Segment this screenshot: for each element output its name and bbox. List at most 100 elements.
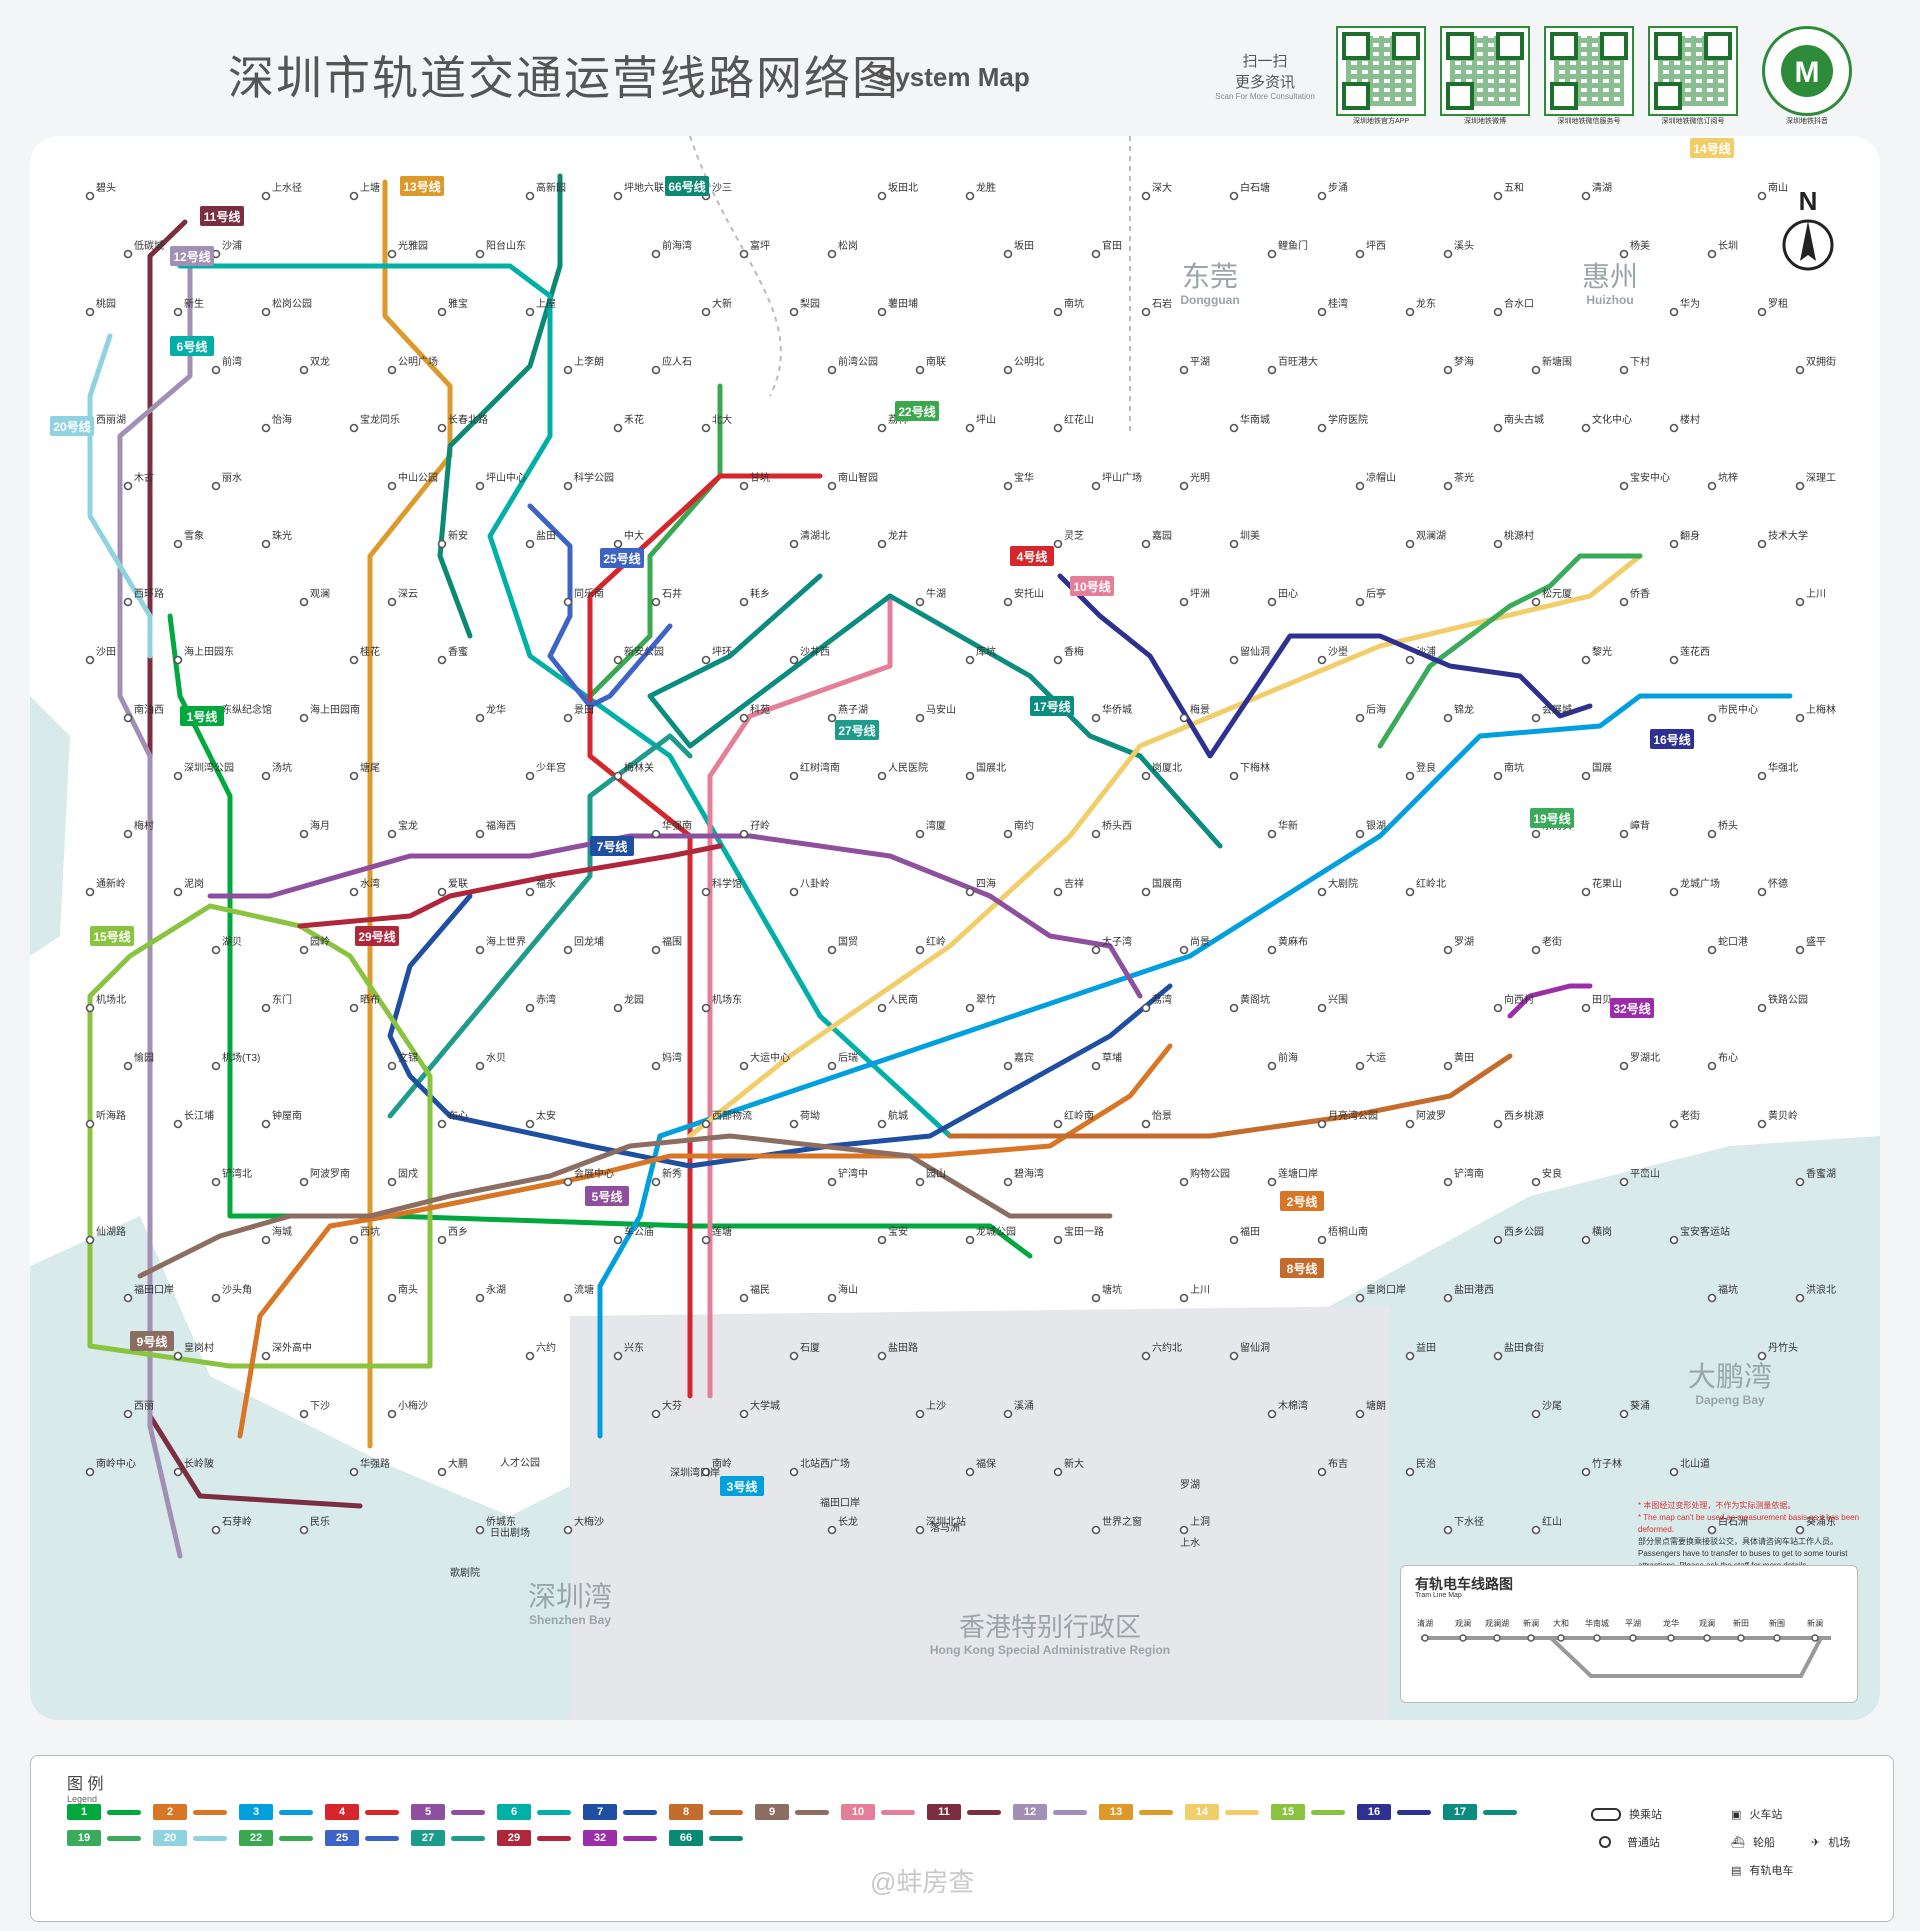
metro-line-9[interactable]	[137, 1133, 1113, 1279]
metro-line-14[interactable]	[687, 553, 1643, 1139]
metro-line-3[interactable]	[597, 693, 1793, 1439]
station-marker[interactable]	[261, 1235, 271, 1245]
station-marker[interactable]	[651, 597, 661, 607]
qr-code-wechat-service[interactable]	[1544, 26, 1634, 116]
line-badge-3[interactable]: 3号线	[720, 1476, 764, 1496]
station-marker[interactable]	[475, 713, 485, 723]
line-badge-20[interactable]: 20号线	[50, 416, 94, 436]
station-marker[interactable]	[1267, 1177, 1277, 1187]
station-marker[interactable]	[613, 1235, 623, 1245]
station-marker[interactable]	[261, 1119, 271, 1129]
line-badge-15[interactable]: 15号线	[90, 926, 134, 946]
station-marker[interactable]	[437, 423, 447, 433]
station-marker[interactable]	[85, 1003, 95, 1013]
station-marker[interactable]	[701, 887, 711, 897]
station-marker[interactable]	[299, 365, 309, 375]
station-marker[interactable]	[123, 597, 133, 607]
station-marker[interactable]	[1581, 1003, 1591, 1013]
station-marker[interactable]	[1003, 597, 1013, 607]
station-marker[interactable]	[1707, 481, 1717, 491]
station-marker[interactable]	[261, 539, 271, 549]
metro-line-22[interactable]	[587, 383, 723, 699]
station-marker[interactable]	[1179, 365, 1189, 375]
tram-station-marker[interactable]	[1593, 1634, 1601, 1642]
station-marker[interactable]	[701, 1003, 711, 1013]
station-marker[interactable]	[1317, 887, 1327, 897]
line-badge-10[interactable]: 10号线	[1070, 576, 1114, 596]
station-marker[interactable]	[1443, 481, 1453, 491]
station-marker[interactable]	[123, 1061, 133, 1071]
station-marker[interactable]	[613, 771, 623, 781]
station-marker[interactable]	[1795, 1293, 1805, 1303]
station-marker[interactable]	[1355, 249, 1365, 259]
station-marker[interactable]	[349, 1003, 359, 1013]
station-marker[interactable]	[349, 423, 359, 433]
station-marker[interactable]	[1795, 1177, 1805, 1187]
legend-line-25[interactable]: 25	[325, 1830, 399, 1846]
station-marker[interactable]	[85, 1467, 95, 1477]
station-marker[interactable]	[1355, 481, 1365, 491]
station-marker[interactable]	[877, 307, 887, 317]
station-marker[interactable]	[739, 249, 749, 259]
station-marker[interactable]	[123, 249, 133, 259]
station-marker[interactable]	[525, 1351, 535, 1361]
station-marker[interactable]	[123, 713, 133, 723]
station-marker[interactable]	[915, 1177, 925, 1187]
station-marker[interactable]	[877, 423, 887, 433]
station-marker[interactable]	[563, 1293, 573, 1303]
line-badge-16[interactable]: 16号线	[1650, 729, 1694, 749]
station-marker[interactable]	[387, 1409, 397, 1419]
station-marker[interactable]	[1531, 713, 1541, 723]
metro-line-7[interactable]	[387, 893, 1173, 1169]
station-marker[interactable]	[85, 1119, 95, 1129]
station-marker[interactable]	[1443, 1525, 1453, 1535]
station-marker[interactable]	[173, 1351, 183, 1361]
station-marker[interactable]	[1707, 713, 1717, 723]
station-marker[interactable]	[1053, 307, 1063, 317]
station-marker[interactable]	[1317, 1003, 1327, 1013]
station-marker[interactable]	[123, 829, 133, 839]
station-marker[interactable]	[1493, 539, 1503, 549]
station-marker[interactable]	[85, 1235, 95, 1245]
station-marker[interactable]	[877, 771, 887, 781]
station-marker[interactable]	[613, 191, 623, 201]
station-marker[interactable]	[261, 307, 271, 317]
station-marker[interactable]	[437, 1467, 447, 1477]
station-marker[interactable]	[1707, 829, 1717, 839]
line-badge-12[interactable]: 12号线	[170, 246, 214, 266]
station-marker[interactable]	[563, 945, 573, 955]
station-marker[interactable]	[349, 1467, 359, 1477]
station-marker[interactable]	[1317, 655, 1327, 665]
station-marker[interactable]	[1141, 1351, 1151, 1361]
station-marker[interactable]	[299, 1409, 309, 1419]
station-marker[interactable]	[1757, 1119, 1767, 1129]
station-marker[interactable]	[211, 1177, 221, 1187]
line-badge-6[interactable]: 6号线	[170, 336, 214, 356]
station-marker[interactable]	[1053, 1119, 1063, 1129]
station-marker[interactable]	[1229, 1003, 1239, 1013]
station-marker[interactable]	[613, 655, 623, 665]
line-badge-22[interactable]: 22号线	[895, 401, 939, 421]
station-marker[interactable]	[1531, 365, 1541, 375]
station-marker[interactable]	[651, 1177, 661, 1187]
legend-line-7[interactable]: 7	[583, 1804, 657, 1820]
legend-line-19[interactable]: 19	[67, 1830, 141, 1846]
station-marker[interactable]	[1179, 1525, 1189, 1535]
legend-line-4[interactable]: 4	[325, 1804, 399, 1820]
station-marker[interactable]	[1317, 1467, 1327, 1477]
station-marker[interactable]	[1091, 945, 1101, 955]
station-marker[interactable]	[827, 945, 837, 955]
station-marker[interactable]	[525, 539, 535, 549]
station-marker[interactable]	[1053, 539, 1063, 549]
station-marker[interactable]	[1619, 597, 1629, 607]
station-marker[interactable]	[525, 1003, 535, 1013]
station-marker[interactable]	[563, 713, 573, 723]
station-marker[interactable]	[1795, 365, 1805, 375]
station-marker[interactable]	[1229, 423, 1239, 433]
station-marker[interactable]	[173, 655, 183, 665]
station-marker[interactable]	[1091, 1293, 1101, 1303]
station-marker[interactable]	[1757, 887, 1767, 897]
tram-station-marker[interactable]	[1737, 1634, 1745, 1642]
station-marker[interactable]	[1405, 887, 1415, 897]
station-marker[interactable]	[877, 539, 887, 549]
